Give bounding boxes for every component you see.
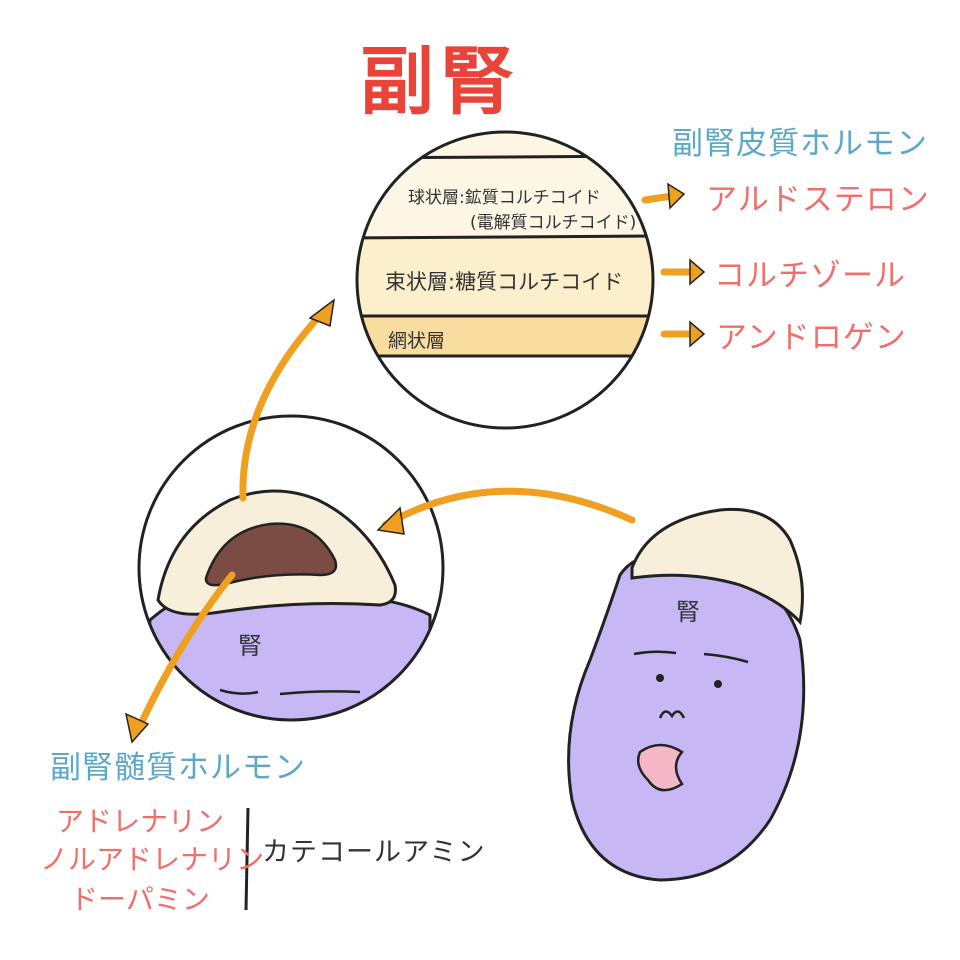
medulla-hormone-heading: 副腎髄質ホルモン [50, 750, 306, 786]
layer-fasciculata-label: 束状層:糖質コルチコイド [385, 270, 624, 294]
hormone-aldosterone: アルドステロン [706, 182, 930, 218]
layer-glomerulosa-label: 球状層:鉱質コルチコイド [408, 188, 601, 208]
hormone-cortisol: コルチゾール [714, 258, 906, 294]
layer-reticularis-label: 網状層 [388, 330, 446, 352]
layer-glomerulosa-sublabel: (電解質コルチコイド) [470, 213, 637, 233]
hormone-adrenaline: アドレナリン [55, 805, 224, 838]
arrow-heads [124, 182, 706, 744]
catecholamine-label: カテコールアミン [262, 837, 486, 868]
arrow-icon [134, 192, 696, 734]
bracket-line [244, 807, 250, 911]
hormone-noradrenaline: ノルアドレナリン [40, 843, 265, 876]
kidney-label-character: 腎 [676, 598, 700, 626]
kidney-face [567, 507, 806, 882]
cortex-hormone-heading: 副腎皮質ホルモン [672, 126, 928, 162]
hormone-dopamine: ドーパミン [70, 883, 210, 916]
kidney-label-section: 腎 [238, 632, 262, 660]
cross-section-circle [137, 414, 445, 722]
hormone-androgen: アンドロゲン [716, 320, 907, 356]
page-title: 副腎 [360, 39, 520, 125]
